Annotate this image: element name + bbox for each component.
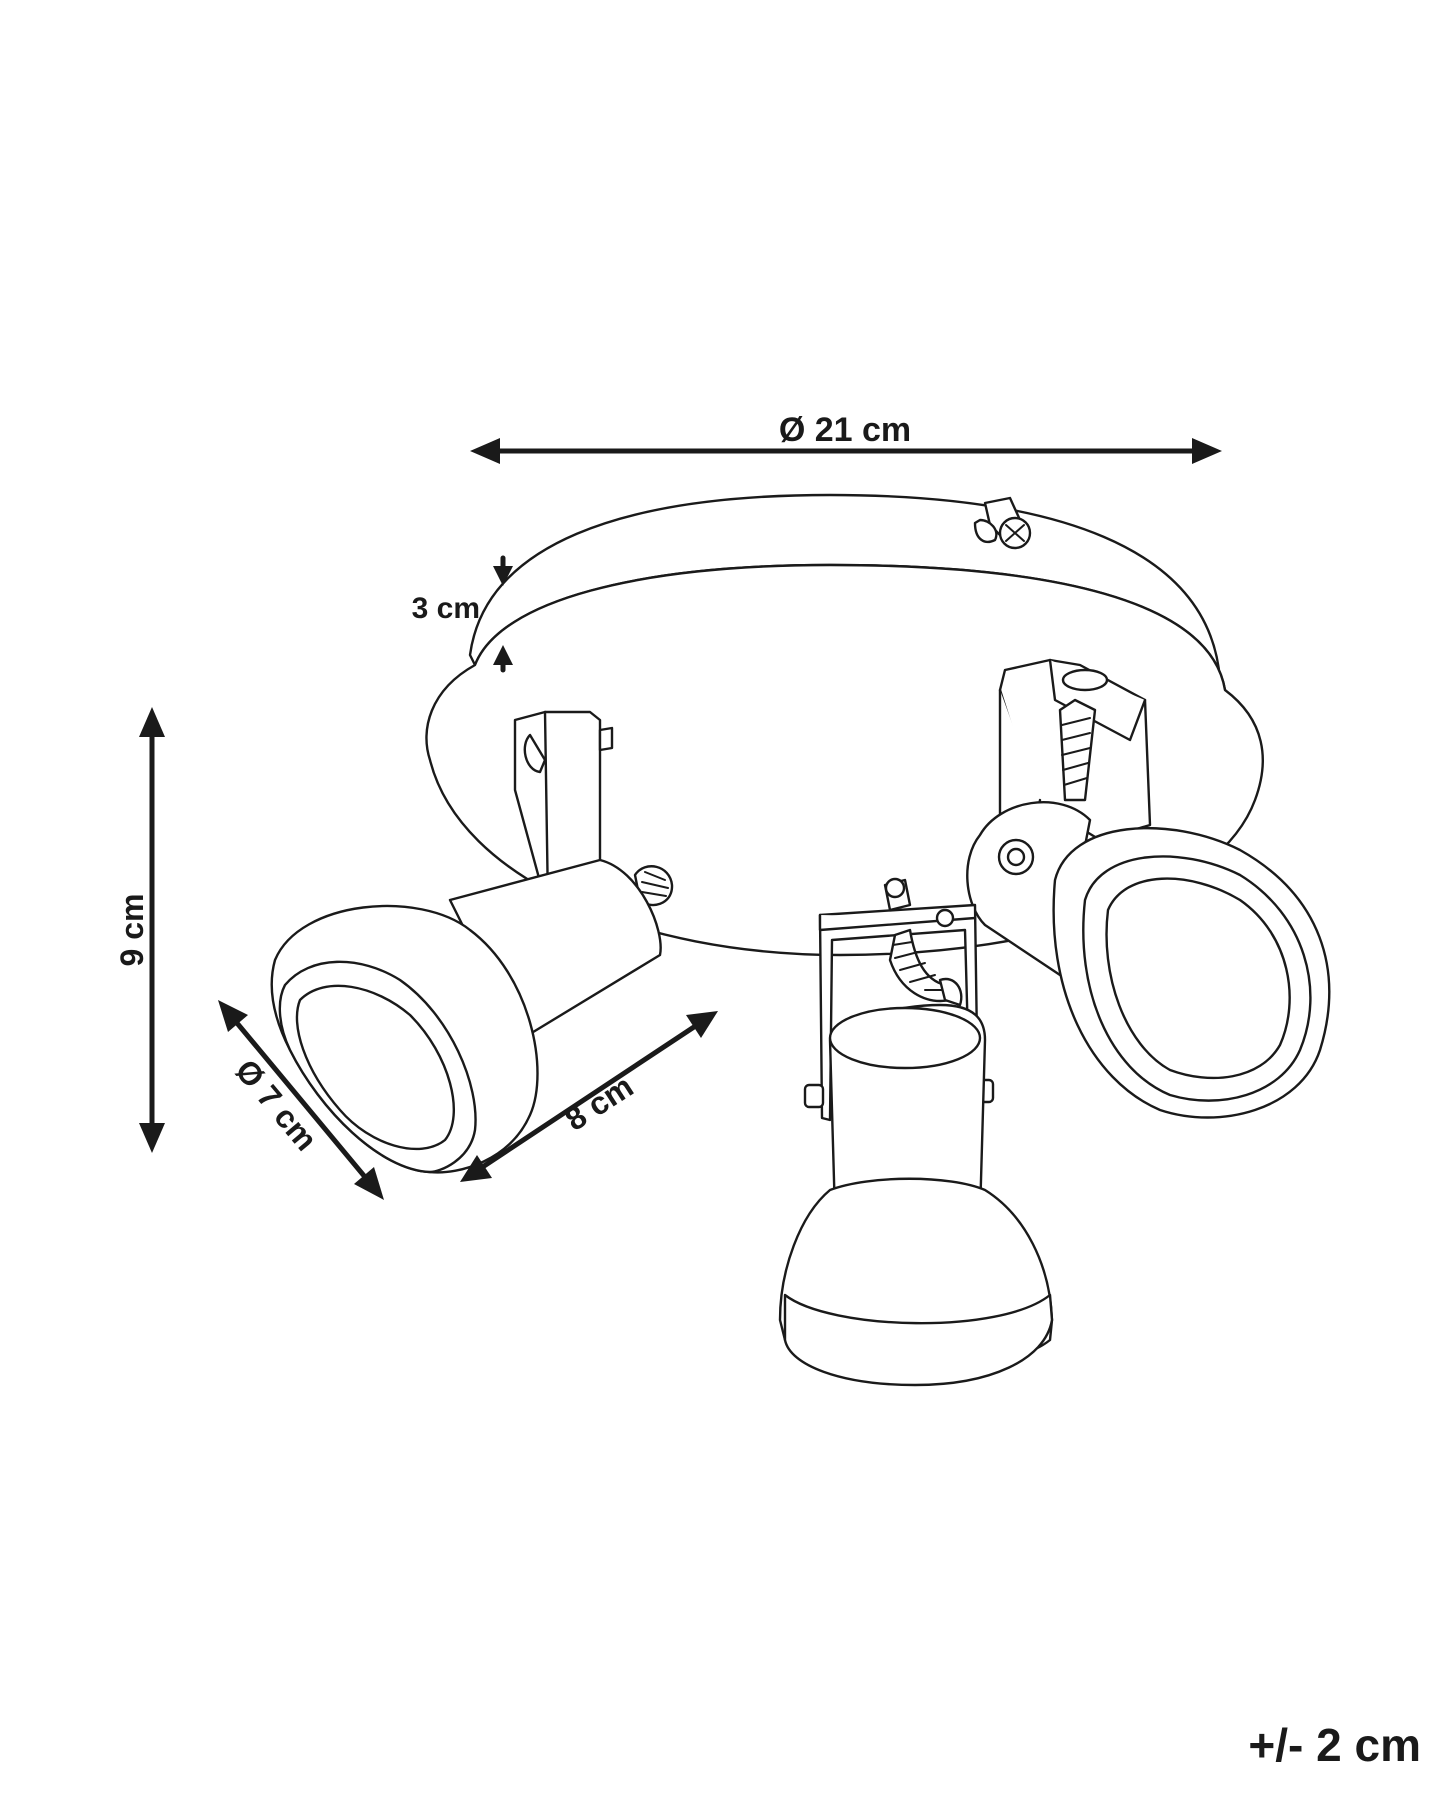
dim-shade-diameter-arrow xyxy=(218,1000,384,1200)
center-left-pin-icon xyxy=(803,1083,825,1109)
center-spotlight xyxy=(778,877,1054,1387)
label-base-diameter: Ø 21 cm xyxy=(779,411,911,449)
right-threaded-rod-icon xyxy=(1058,668,1109,802)
center-top-screw-icon xyxy=(883,877,955,928)
center-lamp-rim xyxy=(783,1293,1054,1387)
base-screw-icon xyxy=(973,496,1032,550)
dim-total-height-arrow xyxy=(139,707,165,1153)
tolerance-note: +/- 2 cm xyxy=(1248,1719,1421,1771)
dim-base-diameter-arrow xyxy=(470,438,1222,464)
right-spotlight xyxy=(966,658,1331,1119)
left-lamp-lens xyxy=(295,984,456,1151)
label-base-height: 3 cm xyxy=(412,592,480,625)
left-spotlight xyxy=(270,710,674,1174)
dim-shade-length-arrow xyxy=(460,1011,718,1182)
label-shade-length: 8 cm xyxy=(559,1068,640,1138)
right-lamp-lens xyxy=(1105,877,1291,1080)
dim-base-height-arrow xyxy=(493,555,513,673)
label-total-height: 9 cm xyxy=(114,894,150,967)
